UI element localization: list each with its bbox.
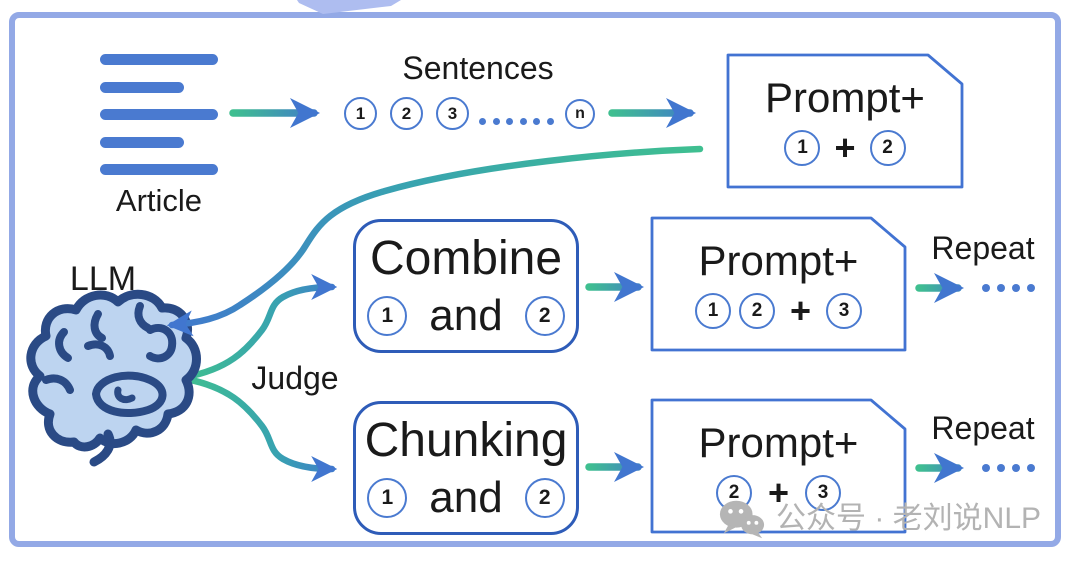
repeat-bottom-dots xyxy=(982,464,1042,472)
prompt-top-circle-a: 1 xyxy=(784,129,821,166)
prompt-bottom-box-outline xyxy=(650,398,907,534)
combine-circle-b: 2 xyxy=(524,295,565,336)
chunking-circle-b: 2 xyxy=(524,477,565,518)
prompt-mid-plus: + xyxy=(789,289,812,331)
article-bar xyxy=(100,164,218,175)
judge-label: Judge xyxy=(251,360,339,396)
prompt-to-brain-curve xyxy=(166,145,704,337)
chunking-circle-a: 1 xyxy=(367,477,408,518)
chunking-box: Chunking 1 and 2 xyxy=(353,401,579,535)
chunking-title: Chunking xyxy=(364,414,568,468)
cropped-decoration-shape xyxy=(297,0,401,14)
prompt-mid-title: Prompt+ xyxy=(698,237,859,285)
prompt-mid-circle-a: 1 xyxy=(694,292,731,329)
sentence-circle-n: n xyxy=(565,99,595,129)
prompt-top-box: Prompt+ 1 + 2 xyxy=(728,55,962,187)
prompt-bottom-title: Prompt+ xyxy=(698,419,859,467)
article-bar xyxy=(100,82,184,93)
combine-title: Combine xyxy=(369,232,563,286)
combine-circle-a: 1 xyxy=(367,295,408,336)
watermark-text: 公众号 · 老刘说NLP xyxy=(776,502,1042,535)
prompt-mid-circle-c: 3 xyxy=(826,292,863,329)
brain-to-combine-curve xyxy=(182,274,338,381)
article-bar xyxy=(100,54,218,65)
prompt-mid-circle-b: 2 xyxy=(738,292,775,329)
repeat-top-dots xyxy=(982,284,1042,292)
prompt-top-title: Prompt+ xyxy=(765,74,925,122)
article-bar xyxy=(100,109,218,120)
sentence-circle-1: 1 xyxy=(344,97,377,130)
sentences-label: Sentences xyxy=(402,50,554,86)
chunking-conjunction: and xyxy=(429,472,503,522)
article-bar xyxy=(100,137,184,148)
llm-label: LLM xyxy=(69,260,137,298)
combine-conjunction: and xyxy=(429,290,503,340)
article-label: Article xyxy=(115,183,203,218)
watermark: 公众号 · 老刘说NLP xyxy=(718,498,1041,540)
prompt-top-plus: + xyxy=(834,126,856,168)
sentence-ellipsis-dots xyxy=(479,118,560,125)
repeat-bottom-label: Repeat xyxy=(931,410,1035,446)
wechat-icon xyxy=(719,500,765,539)
combine-box: Combine 1 and 2 xyxy=(353,219,579,353)
prompt-top-circle-b: 2 xyxy=(869,129,906,166)
sentence-circle-2: 2 xyxy=(390,97,423,130)
brain-icon xyxy=(26,289,201,467)
outer-frame xyxy=(9,12,1061,547)
repeat-top-label: Repeat xyxy=(931,230,1035,266)
prompt-bottom-circle-b: 3 xyxy=(805,474,842,511)
brain-to-chunking-curve xyxy=(182,375,338,482)
prompt-bottom-plus: + xyxy=(767,471,790,513)
sentence-circle-3: 3 xyxy=(436,97,469,130)
prompt-mid-box: Prompt+ 1 2 + 3 xyxy=(652,218,905,350)
